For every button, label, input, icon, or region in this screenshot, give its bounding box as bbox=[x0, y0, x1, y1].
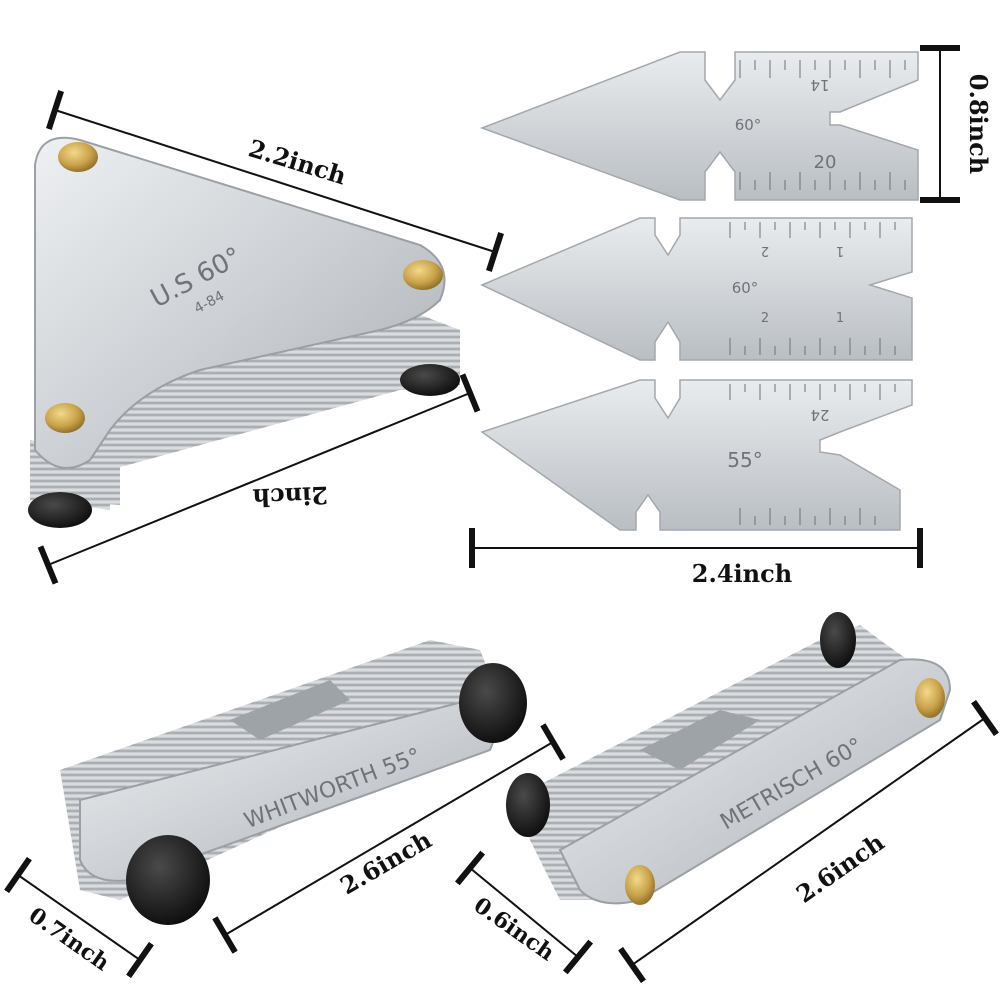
dimension-label-2-4inch: 2.4inch bbox=[692, 559, 792, 588]
brass-rivet-right bbox=[403, 260, 443, 290]
dimension-label-metrisch-length: 2.6inch bbox=[791, 827, 890, 908]
gauge-3-angle: 55° bbox=[727, 448, 762, 472]
gauge-2-number-d: 1 bbox=[836, 311, 844, 326]
metrisch-thread-gauge: METRISCH 60° 2.6inch 0.6inch bbox=[454, 612, 999, 984]
dimension-line-2inch bbox=[37, 373, 481, 585]
gauge-1-number-20: 20 bbox=[814, 152, 837, 173]
dimension-line-whitworth-length bbox=[212, 723, 566, 954]
gauge-1-angle: 60° bbox=[735, 116, 762, 134]
center-gauge-55: 55° 24 bbox=[480, 379, 913, 531]
center-gauges: 60° 14 20 60° 2 1 2 bbox=[469, 45, 993, 588]
knob-right bbox=[400, 364, 460, 396]
dimension-line-2-2inch bbox=[46, 90, 504, 272]
brass-rivet-top bbox=[58, 142, 98, 172]
dimension-label-whitworth-width: 0.7inch bbox=[24, 902, 114, 976]
dimension-label-whitworth-length: 2.6inch bbox=[335, 825, 436, 900]
metrisch-knob-top bbox=[820, 612, 856, 668]
whitworth-thread-gauge: WHITWORTH 55° 2.6inch 0.7inch bbox=[4, 640, 566, 979]
dimension-label-2inch: 2inch bbox=[252, 481, 328, 513]
dimension-line-metrisch-length bbox=[618, 699, 999, 984]
gauge-2-number-a: 2 bbox=[761, 243, 769, 258]
center-gauge-60-b: 60° 2 1 2 1 bbox=[480, 217, 913, 361]
metrisch-rivet-left bbox=[625, 865, 655, 905]
brass-rivet-bottom bbox=[45, 403, 85, 433]
whitworth-knob-left bbox=[126, 835, 210, 925]
dimension-label-0-8inch: 0.8inch bbox=[964, 74, 993, 174]
center-gauge-60-a: 60° 14 20 bbox=[479, 51, 919, 201]
metrisch-knob-left bbox=[506, 773, 550, 837]
gauge-2-number-b: 1 bbox=[836, 243, 844, 258]
gauge-3-number-24: 24 bbox=[810, 406, 829, 424]
gauge-2-number-c: 2 bbox=[761, 311, 769, 326]
gauge-1-number-14: 14 bbox=[810, 76, 829, 94]
knob-left bbox=[28, 492, 92, 528]
whitworth-knob-right bbox=[459, 663, 527, 743]
metrisch-rivet-right bbox=[915, 678, 945, 718]
gauge-2-angle: 60° bbox=[732, 279, 759, 297]
dimension-label-2-2inch: 2.2inch bbox=[245, 133, 349, 190]
triangle-thread-gauge: U.S 60° 4-84 2.2inch 2inch bbox=[28, 90, 504, 585]
dimension-line-whitworth-width bbox=[4, 856, 154, 979]
dimension-line-metrisch-width bbox=[454, 850, 594, 975]
